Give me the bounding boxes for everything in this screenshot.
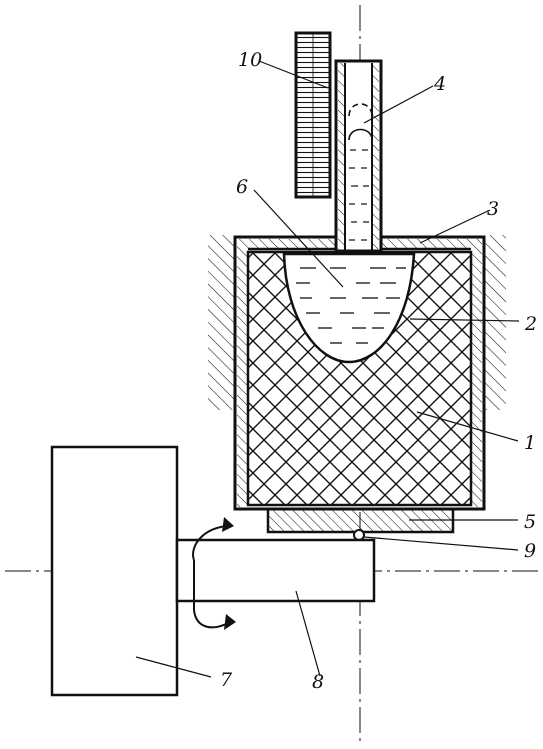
contact-ball: [353, 529, 365, 541]
leader-lines: [135, 60, 520, 678]
label-5: 5: [524, 511, 536, 533]
label-3: 3: [487, 198, 499, 220]
label-4: 4: [433, 73, 446, 95]
label-2: 2: [524, 313, 537, 335]
melt-cavity: [282, 252, 416, 364]
label-9: 9: [524, 540, 536, 562]
motor-body: [50, 445, 179, 697]
label-8: 8: [312, 671, 324, 693]
shaft: [175, 538, 376, 603]
label-10: 10: [238, 49, 262, 71]
gear-rack: [294, 31, 332, 199]
label-1: 1: [524, 432, 536, 454]
rotation-arrow-icon: [192, 517, 236, 630]
feed-tube: [334, 59, 383, 253]
label-7: 7: [220, 669, 233, 691]
furnace-wall: [208, 235, 506, 410]
label-6: 6: [236, 176, 248, 198]
